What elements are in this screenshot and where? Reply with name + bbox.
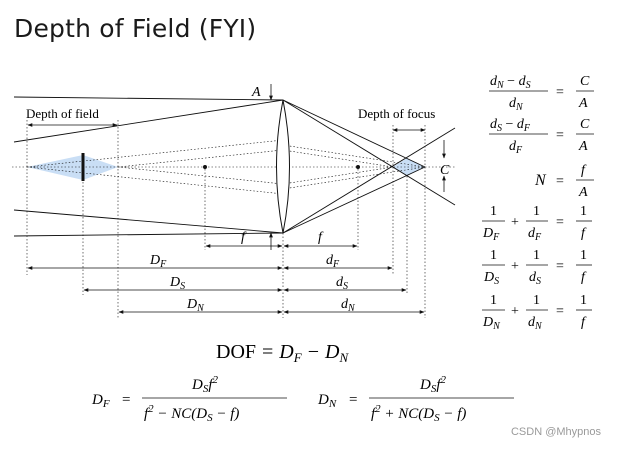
- watermark: CSDN @Mhypnos: [510, 426, 601, 438]
- df-numerator: DSf2: [191, 374, 219, 395]
- focal-length-right-label: f: [318, 230, 324, 245]
- focal-point-right: [356, 165, 360, 169]
- df-formula: DF = DSf2 f2 − NC(DS − f): [91, 374, 287, 424]
- eq5-a-den: DS: [483, 270, 499, 287]
- eq6-rhs-num: 1: [580, 293, 587, 308]
- eq5-b-den: dS: [529, 270, 541, 287]
- distance-label-dF: dF: [326, 253, 340, 270]
- dotted-rays: [26, 139, 426, 195]
- eq2-rhs-num: C: [580, 117, 590, 132]
- dn-formula: DN = DSf2 f2 + NC(DS − f): [317, 374, 514, 424]
- focal-length-left-label: f: [241, 230, 247, 245]
- eq6-b-num: 1: [533, 293, 540, 308]
- focal-point-left: [203, 165, 207, 169]
- distance-label-dS: dS: [336, 275, 348, 292]
- distance-label-DN: DN: [186, 297, 205, 314]
- equation-5: 1 DS + 1 dS = 1 f: [482, 248, 592, 287]
- dn-numerator: DSf2: [419, 374, 447, 395]
- df-equals: =: [122, 392, 130, 408]
- distance-label-DS: DS: [169, 275, 185, 292]
- eq6-plus: +: [511, 304, 519, 319]
- eq2-equals: =: [556, 128, 564, 143]
- slide-title: Depth of Field (FYI): [14, 14, 257, 43]
- eq3-rhs-den: A: [578, 185, 588, 200]
- eq5-plus: +: [511, 259, 519, 274]
- eq6-equals: =: [556, 304, 564, 319]
- eq4-a-den: DF: [482, 226, 500, 243]
- depth-of-field-label: Depth of field: [26, 106, 99, 121]
- aperture-label: A: [251, 85, 261, 100]
- eq3-lhs: N: [534, 172, 547, 189]
- eq5-rhs-den: f: [581, 270, 587, 285]
- dof-cone-left: [27, 155, 83, 180]
- equation-1: dN − dS dN = C A: [489, 74, 594, 113]
- eq4-a-num: 1: [490, 204, 497, 219]
- dn-equals: =: [349, 392, 357, 408]
- eq1-numerator: dN − dS: [490, 74, 531, 91]
- equation-6: 1 DN + 1 dN = 1 f: [482, 293, 592, 332]
- eq1-equals: =: [556, 85, 564, 100]
- eq6-b-den: dN: [528, 315, 543, 332]
- eq4-b-den: dF: [528, 226, 542, 243]
- lens: [276, 99, 290, 234]
- eq3-equals: =: [556, 174, 564, 189]
- equation-2: dS − dF dF = C A: [489, 117, 594, 156]
- eq6-a-num: 1: [490, 293, 497, 308]
- distance-lines: [27, 266, 425, 314]
- eq1-denominator: dN: [509, 96, 524, 113]
- eq5-b-num: 1: [533, 248, 540, 263]
- df-lhs: DF: [91, 392, 110, 410]
- eq4-rhs-num: 1: [580, 204, 587, 219]
- dn-lhs: DN: [317, 392, 337, 410]
- eq1-rhs-num: C: [580, 74, 590, 89]
- distance-label-dN: dN: [341, 297, 356, 314]
- equation-4: 1 DF + 1 dF = 1 f: [482, 204, 592, 243]
- eq2-numerator: dS − dF: [490, 117, 531, 134]
- dof-cone-right: [83, 155, 118, 180]
- eq1-rhs-den: A: [578, 96, 588, 111]
- eq2-denominator: dF: [509, 139, 523, 156]
- distance-label-DF: DF: [149, 253, 167, 270]
- dof-equation: DOF=DF−DN: [216, 341, 349, 365]
- eq5-rhs-num: 1: [580, 248, 587, 263]
- marginal-rays: [13, 96, 456, 237]
- extension-lines: [26, 120, 426, 318]
- eq4-rhs-den: f: [581, 226, 587, 241]
- df-denominator: f2 − NC(DS − f): [144, 403, 239, 424]
- coc-label: C: [440, 163, 450, 178]
- dn-denominator: f2 + NC(DS − f): [371, 403, 466, 424]
- equations-panel: dN − dS dN = C A dS − dF dF = C A N = f …: [482, 74, 594, 332]
- eq2-rhs-den: A: [578, 139, 588, 154]
- eq6-rhs-den: f: [581, 315, 587, 330]
- eq4-plus: +: [511, 215, 519, 230]
- eq6-a-den: DN: [482, 315, 501, 332]
- equation-3: N = f A: [534, 163, 594, 200]
- eq5-a-num: 1: [490, 248, 497, 263]
- eq4-equals: =: [556, 215, 564, 230]
- depth-of-focus-label: Depth of focus: [358, 106, 435, 121]
- eq3-rhs-num: f: [581, 163, 587, 178]
- eq5-equals: =: [556, 259, 564, 274]
- eq4-b-num: 1: [533, 204, 540, 219]
